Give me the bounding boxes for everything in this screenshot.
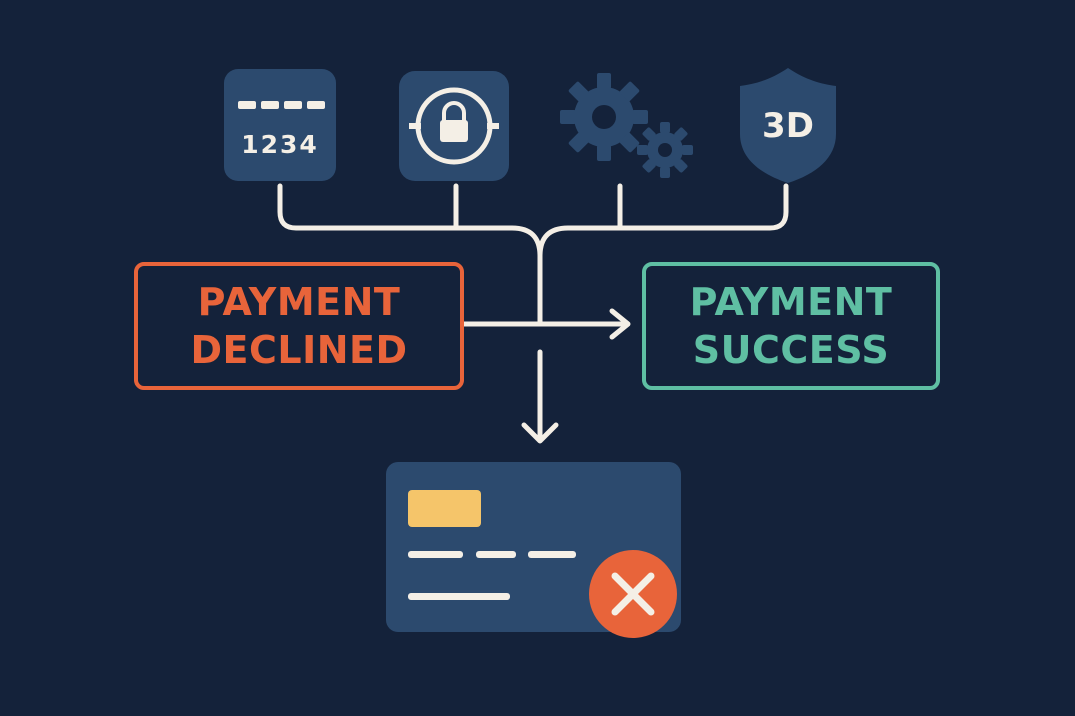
- success-line-1: PAYMENT: [689, 280, 893, 324]
- success-line-2: SUCCESS: [692, 328, 890, 372]
- processing-gears-icon: [560, 73, 693, 178]
- payment-declined-box: PAYMENT DECLINED: [134, 262, 464, 390]
- card-number-digits: 1234: [241, 130, 319, 159]
- connector-lines: [277, 183, 789, 444]
- masked-dashes: [238, 101, 325, 109]
- declined-line-2: DECLINED: [190, 328, 408, 372]
- declined-line-1: PAYMENT: [197, 280, 401, 324]
- payment-success-box: PAYMENT SUCCESS: [642, 262, 940, 390]
- shield-3d-icon: [740, 68, 836, 183]
- card-chip: [408, 490, 481, 527]
- lock-icon: [409, 87, 499, 165]
- declined-credit-card: [386, 462, 681, 638]
- card-number-tile: [224, 69, 336, 181]
- shield-3d-label: 3D: [762, 106, 814, 146]
- error-x-icon: [589, 550, 677, 638]
